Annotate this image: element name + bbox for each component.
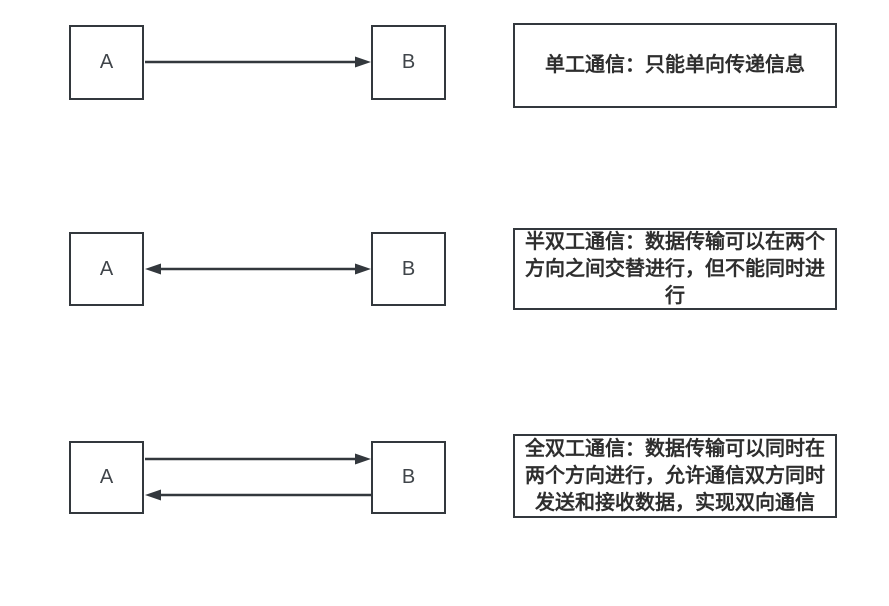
simplex-arrow-a-to-b (145, 56, 371, 68)
node-b-half-duplex: B (371, 232, 446, 306)
desc-simplex: 单工通信：只能单向传递信息 (513, 23, 837, 108)
node-a-simplex: A (69, 25, 144, 100)
arrowhead-right-icon (355, 263, 371, 275)
node-b-full-duplex: B (371, 441, 446, 514)
desc-full-duplex: 全双工通信：数据传输可以同时在两个方向进行，允许通信双方同时发送和接收数据，实现… (513, 434, 837, 518)
node-a-full-duplex: A (69, 441, 144, 514)
node-b-simplex: B (371, 25, 446, 100)
full-duplex-arrow-a-to-b (145, 453, 371, 465)
desc-half-duplex: 半双工通信：数据传输可以在两个方向之间交替进行，但不能同时进行 (513, 228, 837, 310)
arrowhead-right-icon (355, 453, 371, 465)
arrowhead-left-icon (145, 263, 161, 275)
arrowhead-right-icon (355, 56, 371, 68)
half-duplex-arrow-bidirectional (145, 263, 371, 275)
node-a-half-duplex: A (69, 232, 144, 306)
full-duplex-arrow-b-to-a (145, 489, 371, 501)
arrowhead-left-icon (145, 489, 161, 501)
